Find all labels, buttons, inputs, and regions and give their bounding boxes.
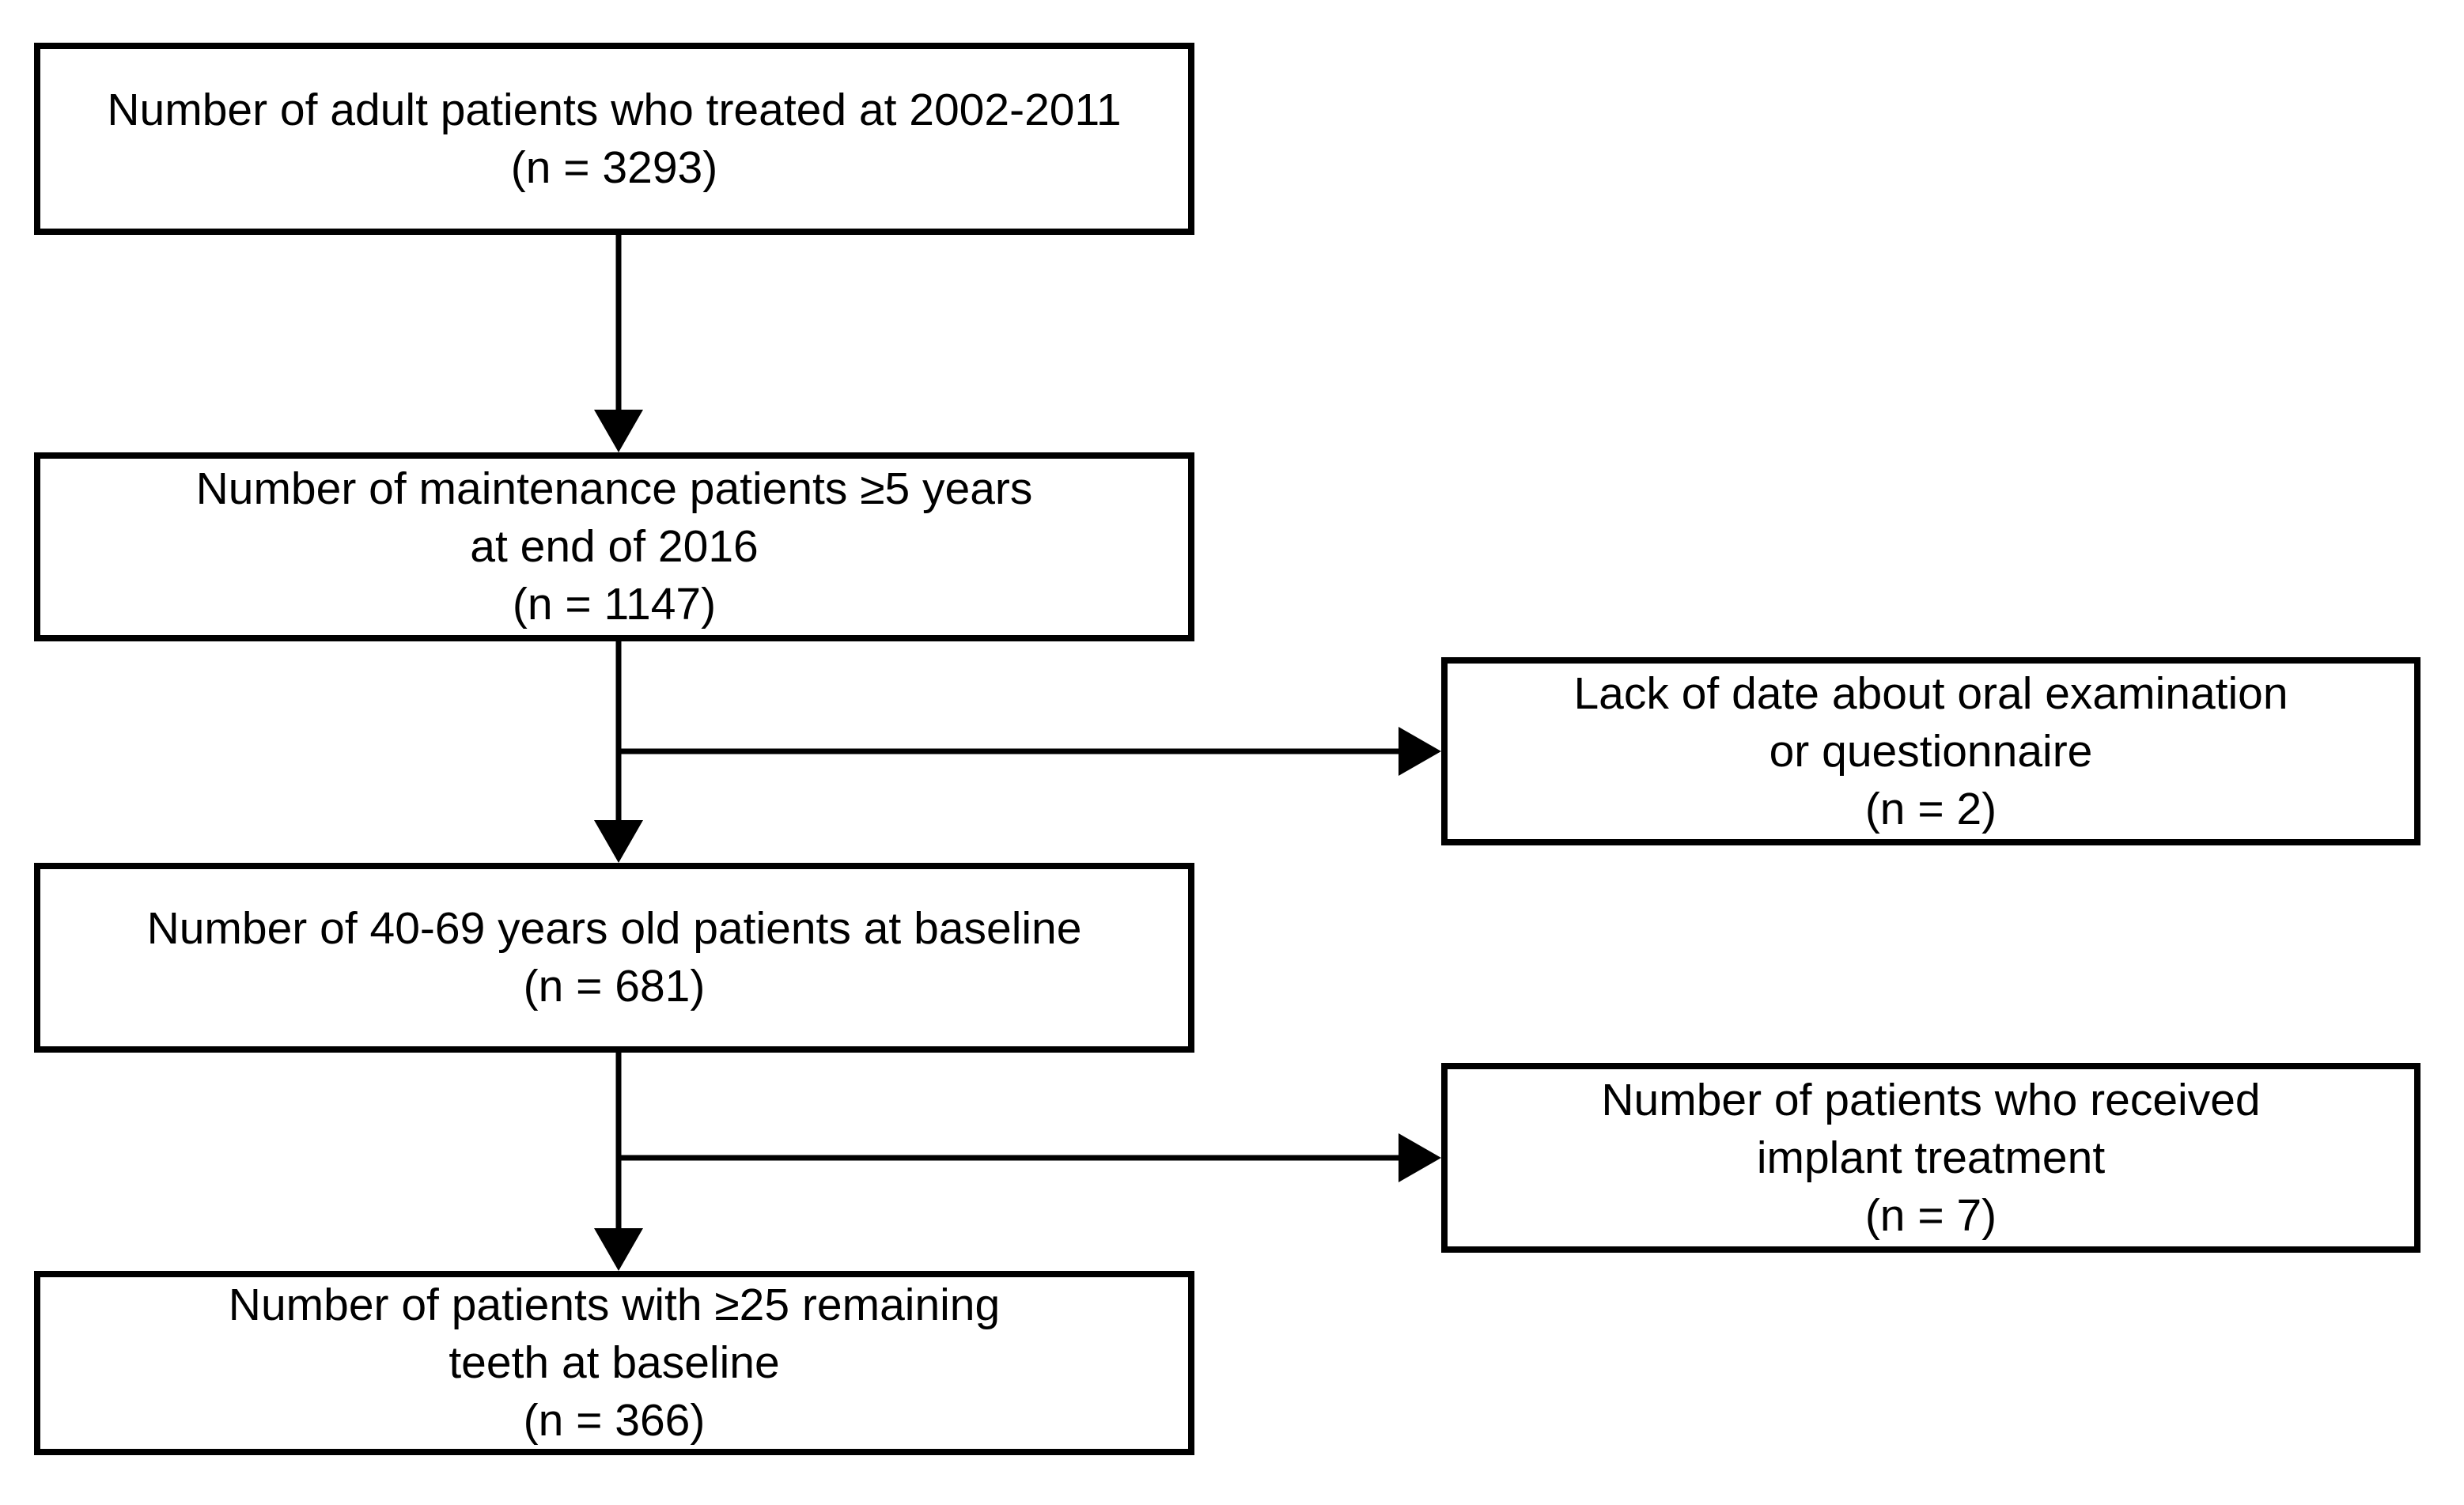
box-adult-patients-line-1: Number of adult patients who treated at …	[107, 84, 1122, 135]
box-remaining-teeth: Number of patients with ≥25 remaining te…	[34, 1271, 1194, 1455]
box-implant-treatment-line-2: implant treatment	[1756, 1132, 2106, 1183]
box-adult-patients: Number of adult patients who treated at …	[34, 43, 1194, 235]
box-implant-treatment-count: (n = 7)	[1864, 1189, 1997, 1241]
box-implant-treatment-line-1: Number of patients who received	[1601, 1074, 2261, 1125]
box-remaining-teeth-line-1: Number of patients with ≥25 remaining	[228, 1280, 1001, 1330]
box-lack-of-data: Lack of date about oral examination or q…	[1441, 657, 2420, 845]
arrow-maintenance-to-age	[594, 641, 643, 863]
box-patients-40-69: Number of 40-69 years old patients at ba…	[34, 863, 1194, 1053]
box-maintenance-patients: Number of maintenance patients ≥5 years …	[34, 452, 1194, 641]
box-lack-of-data-line-2: or questionnaire	[1769, 725, 2093, 777]
box-maintenance-patients-count: (n = 1147)	[512, 579, 717, 630]
box-implant-treatment: Number of patients who received implant …	[1441, 1063, 2420, 1253]
box-remaining-teeth-count: (n = 366)	[523, 1395, 706, 1446]
box-adult-patients-count: (n = 3293)	[510, 142, 718, 193]
arrow-age-to-teeth	[594, 1053, 643, 1271]
arrow-adult-to-maintenance	[594, 234, 643, 452]
arrow-branch-lack-of-data	[619, 727, 1441, 776]
box-patients-40-69-count: (n = 681)	[523, 961, 706, 1012]
box-patients-40-69-line-1: Number of 40-69 years old patients at ba…	[146, 903, 1082, 954]
box-maintenance-patients-line-1: Number of maintenance patients ≥5 years	[195, 463, 1033, 514]
box-remaining-teeth-line-2: teeth at baseline	[449, 1337, 780, 1388]
box-maintenance-patients-line-2: at end of 2016	[470, 521, 759, 572]
box-lack-of-data-count: (n = 2)	[1864, 783, 1997, 834]
arrow-branch-implant	[619, 1133, 1441, 1182]
box-lack-of-data-line-1: Lack of date about oral examination	[1573, 667, 2288, 719]
